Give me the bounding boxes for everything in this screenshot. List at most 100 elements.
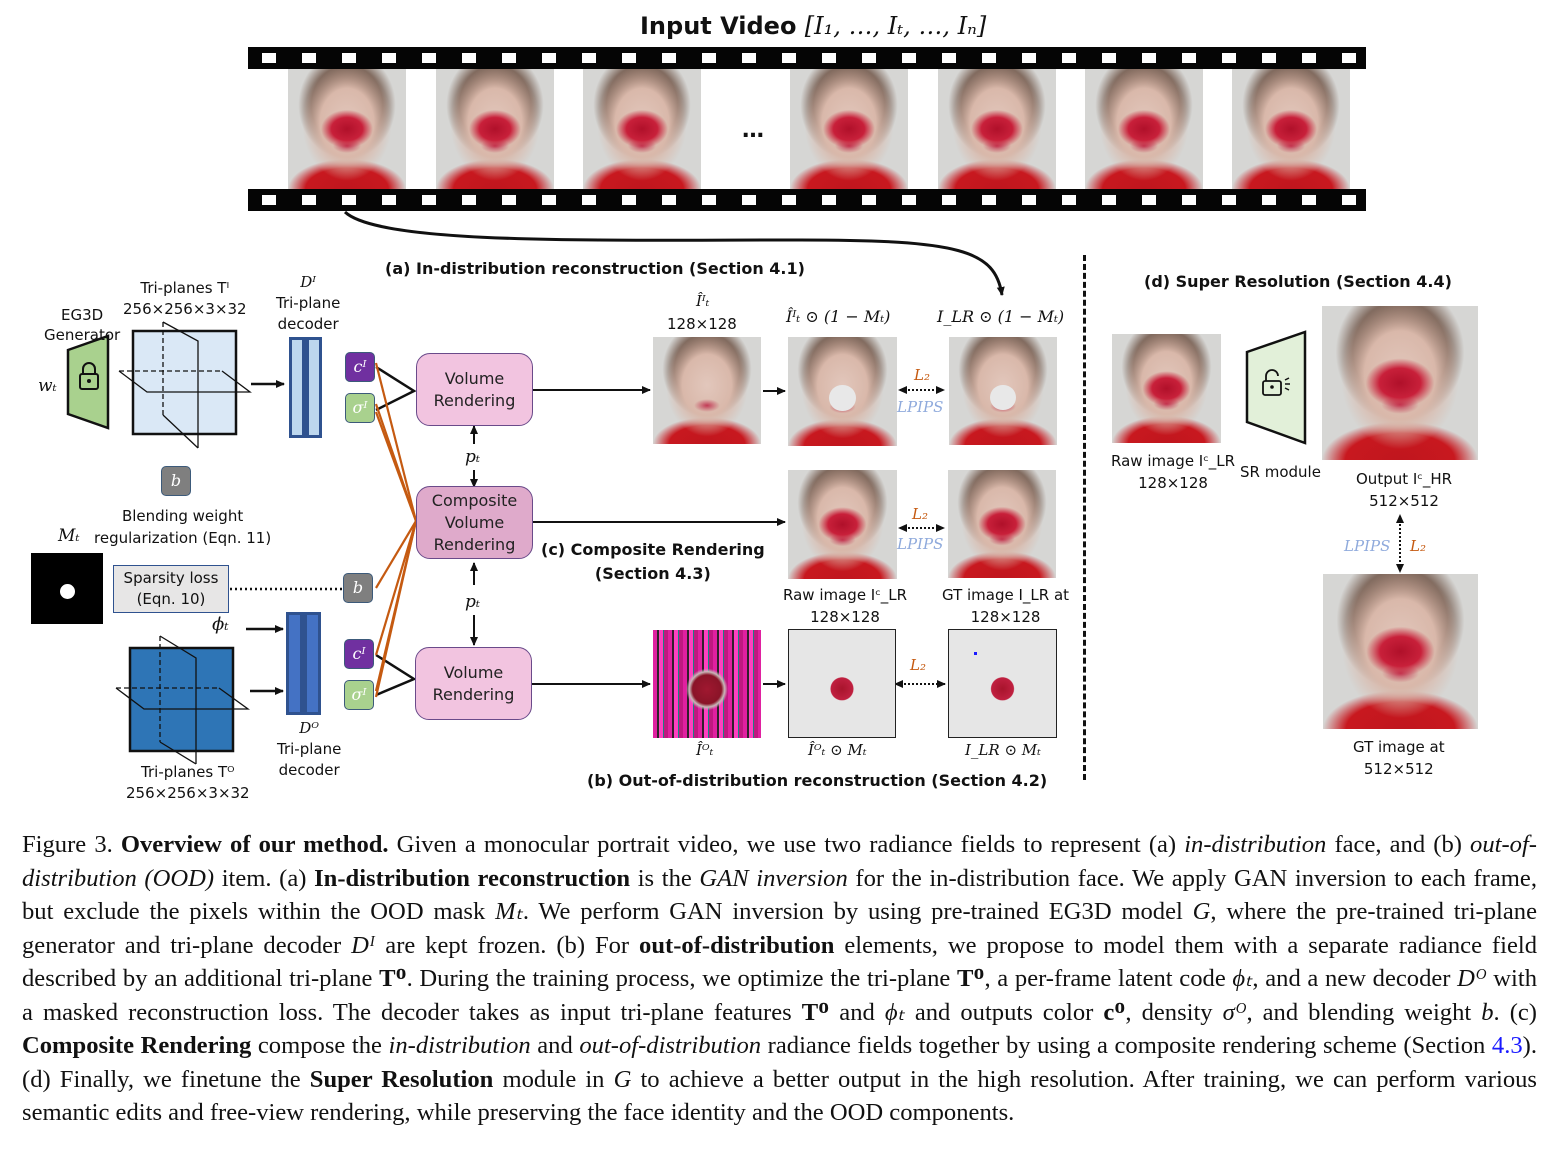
caption-text: module in bbox=[493, 1065, 614, 1093]
loss-l2-b: L₂ bbox=[910, 656, 926, 674]
caption-italic: in-distribution bbox=[1184, 831, 1327, 858]
section-d-title: (d) Super Resolution (Section 4.4) bbox=[1144, 272, 1452, 291]
volume-rendering-in-label: Volume Rendering bbox=[433, 368, 516, 410]
caption-math: Dᴼ bbox=[1457, 965, 1487, 992]
raw-image-label-line2: 128×128 bbox=[810, 608, 880, 626]
triplanes-in-label: Tri-planes Tᴵ 256×256×3×32 bbox=[123, 278, 247, 320]
sparsity-line1: Sparsity loss bbox=[123, 569, 219, 587]
curved-arrow-video-to-gt bbox=[343, 210, 1005, 296]
chip-color-out: cᴵ bbox=[344, 639, 374, 669]
film-sprocket-hole bbox=[822, 53, 836, 63]
sr-gt-label-line2: 512×512 bbox=[1363, 760, 1434, 778]
sr-output-label-line2: 512×512 bbox=[1369, 492, 1439, 510]
mask-dot bbox=[60, 584, 75, 599]
raw-image-label-line1: Raw image Iᶜ_LR bbox=[783, 586, 908, 604]
caption-section-link[interactable]: 4.3 bbox=[1491, 1032, 1523, 1059]
film-sprocket-hole bbox=[262, 195, 276, 205]
sr-raw-label-line2: 128×128 bbox=[1138, 474, 1208, 492]
caption-math: b bbox=[1481, 998, 1494, 1026]
caption-text: . We perform GAN inversion by using pre-… bbox=[522, 898, 1193, 925]
film-sprocket-hole bbox=[862, 195, 876, 205]
film-sprocket-hole bbox=[1262, 195, 1276, 205]
section-c-title-line2: (Section 4.3) bbox=[594, 564, 711, 583]
caption-bold: In-distribution reconstruction bbox=[314, 864, 631, 892]
film-sprocket-hole bbox=[822, 195, 836, 205]
film-sprocket-hole bbox=[1342, 53, 1356, 63]
section-b-title: (b) Out-of-distribution reconstruction (… bbox=[587, 771, 1048, 790]
film-sprocket-hole bbox=[422, 53, 436, 63]
film-sprocket-hole bbox=[782, 53, 796, 63]
caption-text: , and blending weight bbox=[1246, 998, 1482, 1026]
sr-output-image bbox=[1322, 306, 1478, 460]
decoder-in-symbol: Dᴵ bbox=[300, 273, 317, 291]
caption-bold: out-of-distribution bbox=[639, 931, 835, 959]
caption-math: ϕₜ bbox=[1232, 965, 1253, 992]
caption-math: ϕₜ bbox=[884, 998, 905, 1026]
blend-reg-line2: regularization (Eqn. 11) bbox=[94, 529, 272, 547]
film-sprocket-hole bbox=[1182, 53, 1196, 63]
caption-text: with a masked reconstruction loss. The d… bbox=[22, 965, 1538, 1026]
latent-phi-label: ϕₜ bbox=[212, 614, 229, 635]
section-a-title: (a) In-distribution reconstruction (Sect… bbox=[385, 259, 805, 278]
triplanes-in-label-line2: 256×256×3×32 bbox=[123, 300, 247, 318]
film-sprocket-hole bbox=[542, 53, 556, 63]
video-frame-1 bbox=[288, 69, 406, 189]
chip-blend-weight-top: b bbox=[161, 466, 191, 496]
caption-text: for the in-distribution face. We apply G… bbox=[22, 864, 1537, 926]
latent-w-label: wₜ bbox=[38, 376, 57, 396]
film-sprocket-hole bbox=[742, 53, 756, 63]
sr-gt-label-line1: GT image at bbox=[1353, 738, 1445, 756]
film-sprocket-hole bbox=[302, 53, 316, 63]
generator-label-line2: Generator bbox=[44, 326, 121, 344]
triplane-in-square bbox=[131, 329, 238, 436]
pose-label-bottom: pₜ bbox=[465, 592, 481, 612]
video-frame-5 bbox=[938, 69, 1056, 189]
chip-color-in: cᴵ bbox=[345, 352, 375, 382]
caption-bold: Composite Rendering bbox=[22, 1032, 252, 1059]
gt-lr-label: GT image I_LR at 128×128 bbox=[942, 584, 1069, 628]
caption-text: , density bbox=[1125, 998, 1223, 1026]
film-sprocket-hole bbox=[462, 53, 476, 63]
loss-l2-c: L₂ bbox=[912, 505, 928, 523]
sr-raw-label: Raw image Iᶜ_LR 128×128 bbox=[1111, 450, 1235, 494]
caption-math: Dᴵ bbox=[351, 931, 376, 959]
film-sprocket-hole bbox=[342, 195, 356, 205]
raw-composite-image bbox=[788, 470, 897, 579]
film-sprocket-hole bbox=[1142, 195, 1156, 205]
caption-text: compose the bbox=[251, 1032, 389, 1059]
film-sprocket-hole bbox=[622, 195, 636, 205]
rendered-in-image bbox=[653, 337, 761, 444]
film-sprocket-hole bbox=[502, 53, 516, 63]
sr-module-label: SR module bbox=[1240, 463, 1321, 481]
video-frame-6 bbox=[1085, 69, 1203, 189]
caption-math: Tᴼ bbox=[379, 965, 407, 992]
caption-math: σᴼ bbox=[1222, 998, 1247, 1026]
generator-label: EG3D Generator bbox=[44, 305, 120, 345]
volume-rendering-out-label: Volume Rendering bbox=[432, 662, 515, 704]
pose-label-top: pₜ bbox=[465, 447, 481, 467]
caption-math: cᴼ bbox=[1103, 998, 1126, 1026]
generator-label-line1: EG3D bbox=[60, 306, 104, 324]
caption-text: face, and (b) bbox=[1326, 831, 1471, 858]
img-in-label: Îᴵₜ bbox=[696, 292, 710, 310]
rendered-ood-masked-image bbox=[788, 629, 896, 738]
caption-figure-label: Figure 3. bbox=[22, 831, 113, 858]
input-video-label: Input Video bbox=[640, 12, 797, 40]
caption-title: Overview of our method. bbox=[120, 831, 389, 858]
film-sprocket-hole bbox=[662, 53, 676, 63]
video-frame-3 bbox=[583, 69, 701, 189]
film-sprocket-hole bbox=[422, 195, 436, 205]
triplanes-out-label: Tri-planes Tᴼ 256×256×3×32 bbox=[126, 762, 250, 804]
film-sprocket-hole bbox=[462, 195, 476, 205]
decoder-in-label: Dᴵ Tri-plane decoder bbox=[276, 272, 340, 335]
sr-module-shape bbox=[1245, 330, 1307, 445]
gt-lr-image bbox=[948, 470, 1056, 578]
film-sprocket-hole bbox=[382, 195, 396, 205]
caption-text: elements, we propose to model them with … bbox=[22, 931, 1537, 993]
video-frame-7 bbox=[1232, 69, 1350, 189]
film-sprocket-hole bbox=[1222, 195, 1236, 205]
film-sprocket-hole bbox=[1102, 195, 1116, 205]
decoder-out-label-line1: Tri-plane bbox=[277, 740, 342, 758]
composite-volume-rendering: Composite Volume Rendering bbox=[416, 486, 533, 559]
film-sprocket-hole bbox=[622, 53, 636, 63]
